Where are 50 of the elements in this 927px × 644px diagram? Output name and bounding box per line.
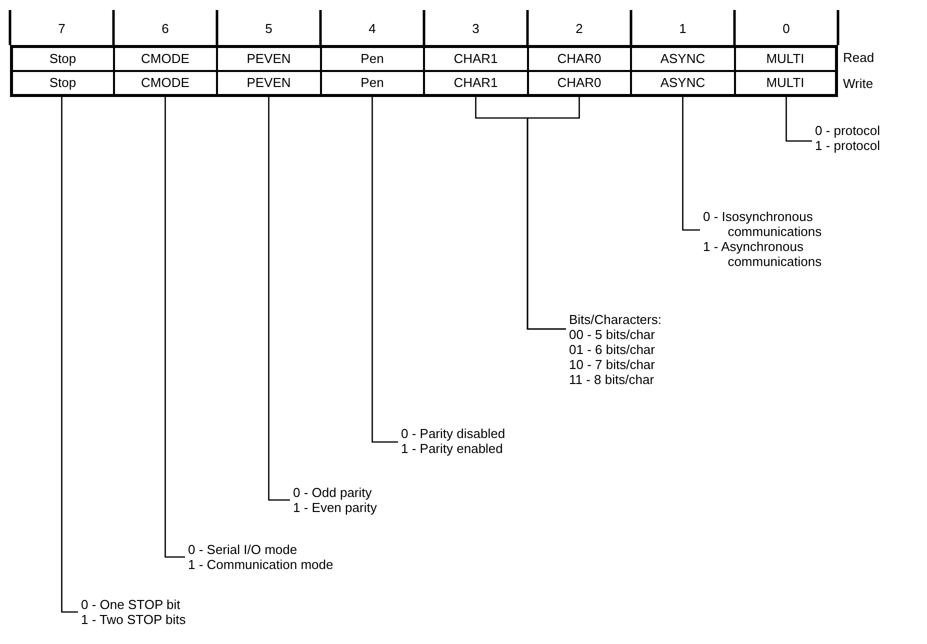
leader-line bbox=[372, 97, 398, 443]
leader-line bbox=[526, 97, 580, 330]
bit-description: 0 - Isosynchronous communications bbox=[703, 209, 823, 239]
bit-description: 00 - 5 bits/char bbox=[569, 327, 656, 342]
register-cell: PEVEN bbox=[217, 45, 320, 71]
bit-description: 0 - protocol bbox=[815, 123, 882, 138]
bit-number: 4 bbox=[368, 20, 377, 38]
bit-description: 0 - Odd parity bbox=[293, 485, 373, 500]
bit-description: Bits/Characters: bbox=[569, 312, 662, 327]
bit-description: 0 - One STOP bit bbox=[81, 597, 182, 612]
register-cell: CMODE bbox=[114, 71, 217, 97]
register-cell: CMODE bbox=[114, 45, 217, 71]
register-cell: CHAR0 bbox=[528, 71, 631, 97]
register-cell: Stop bbox=[10, 71, 114, 97]
bit-number: 3 bbox=[471, 20, 480, 38]
bit-number: 7 bbox=[57, 20, 66, 38]
leader-line bbox=[61, 97, 78, 613]
bit-description: 1 - protocol bbox=[815, 138, 882, 153]
register-cell: ASYNC bbox=[631, 71, 734, 97]
bit-description: 1 - Communication mode bbox=[188, 557, 334, 572]
bit-description: 1 - Parity enabled bbox=[401, 441, 504, 456]
bit-number: 6 bbox=[160, 20, 170, 38]
bit-number: 2 bbox=[574, 20, 584, 38]
bit-description: 1 - Two STOP bits bbox=[81, 612, 187, 627]
bit-number: 0 bbox=[782, 20, 791, 38]
leader-line bbox=[164, 97, 185, 558]
bit-description: 1 - Asynchronous communications bbox=[703, 239, 823, 269]
leader-line bbox=[682, 97, 700, 231]
register-cell: ASYNC bbox=[631, 45, 734, 71]
row-label: Write bbox=[843, 76, 874, 92]
leader-line bbox=[268, 97, 290, 501]
register-cell: Pen bbox=[320, 71, 424, 97]
row-label: Read bbox=[843, 50, 874, 66]
register-cell: MULTI bbox=[734, 71, 838, 97]
bit-description: 01 - 6 bits/char bbox=[569, 342, 656, 357]
register-cell: CHAR1 bbox=[424, 45, 528, 71]
register-cell: MULTI bbox=[734, 45, 838, 71]
register-cell: Pen bbox=[320, 45, 424, 71]
register-cell: CHAR1 bbox=[424, 71, 528, 97]
bit-description: 11 - 8 bits/char bbox=[569, 372, 656, 387]
register-cell: CHAR0 bbox=[528, 45, 631, 71]
bit-description: 0 - Serial I/O mode bbox=[188, 542, 298, 557]
bit-description: 1 - Even parity bbox=[293, 500, 378, 515]
bit-number: 1 bbox=[678, 20, 688, 38]
leader-line bbox=[786, 97, 812, 142]
bit-description: 0 - Parity disabled bbox=[401, 426, 506, 441]
bit-description: 10 - 7 bits/char bbox=[569, 357, 656, 372]
register-cell: Stop bbox=[10, 45, 114, 71]
bit-number: 5 bbox=[264, 20, 274, 38]
register-cell: PEVEN bbox=[217, 71, 320, 97]
